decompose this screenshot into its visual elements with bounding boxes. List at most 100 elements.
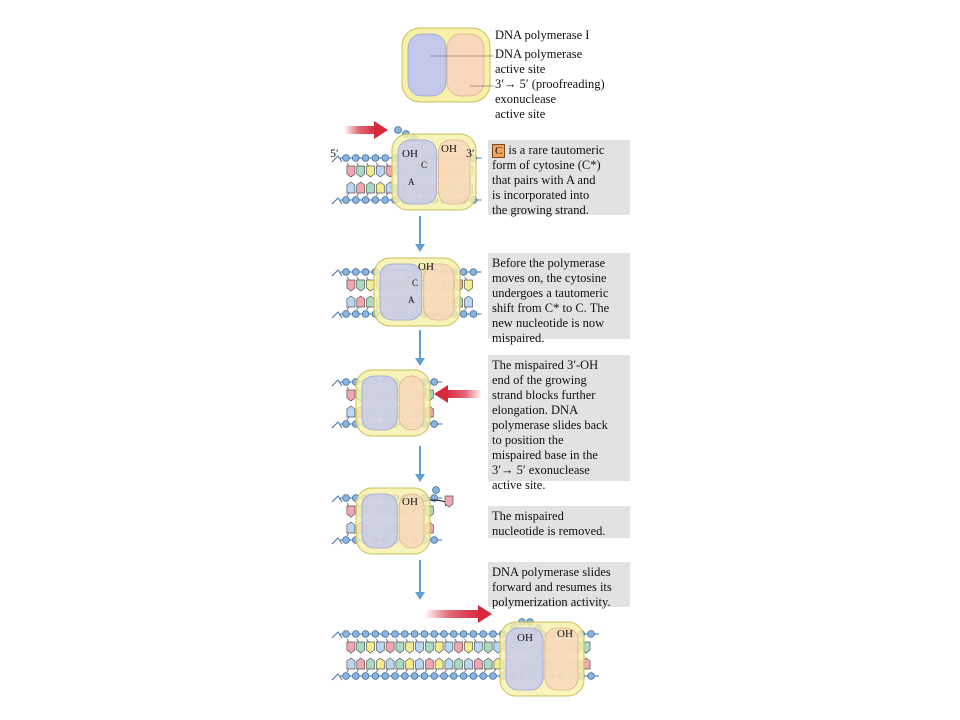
step-5-dna-top-base: [434, 641, 444, 654]
step-1-dna-end-left: [331, 155, 343, 163]
step-4-dna-bottom-base: [346, 521, 356, 534]
step-5-dna-bottom-link: [346, 668, 350, 673]
step-5-dna-bottom-link: [385, 668, 389, 673]
step-5-dna-bottom-strand-bead: [371, 672, 380, 680]
step-1-dna-bottom-strand-bead: [342, 196, 350, 204]
step-1-dna-end-left-bottom: [331, 197, 343, 205]
step-3-note: The mispaired 3′-OH end of the growing s…: [488, 355, 630, 492]
step-5-dna-top-link: [385, 638, 389, 643]
step-1-dna-bottom-link: [376, 192, 379, 197]
step-1-dna-bottom-strand-bead: [361, 196, 370, 204]
step-5-dna-bottom-strand-bead: [391, 672, 399, 680]
step-5-dna-top-strand-bead: [440, 630, 448, 638]
step-4-dna-end-left-bottom: [331, 537, 343, 545]
step-5-dna-bottom-strand-bead: [449, 672, 458, 680]
step-3-dna-top-strand-bead: [430, 378, 439, 386]
step-5-dna-top-strand-bead: [391, 630, 399, 638]
step-4-dna-bottom-strand-bead: [342, 536, 350, 544]
step-5-dna-end-left-bottom: [331, 673, 343, 681]
step-1-five-prime-label: 5′: [330, 146, 339, 160]
step-5-dna-top-base: [395, 641, 405, 654]
step-1-incoming-bead: [394, 126, 402, 134]
legend-exonuclease-site-shape: [446, 33, 485, 97]
step-1-dna-top-link: [346, 162, 350, 167]
step-5-dna-bottom-base: [366, 657, 375, 670]
rare-cytosine-marker: C: [492, 144, 506, 158]
step-5-dna-bottom-link: [395, 668, 399, 673]
step-1-dna-bottom-strand-bead: [351, 196, 360, 204]
flow-arrow-2-head: [415, 358, 425, 366]
step-3-dna-bottom-link: [346, 416, 350, 421]
step-4-dna-bottom-link: [346, 532, 350, 537]
step-5-dna-top-strand-bead: [430, 630, 439, 638]
step-2-dna-bottom-strand-bead: [342, 310, 350, 318]
step-1-dna-bottom-link: [356, 192, 360, 197]
step-2-base-c-label: C: [412, 278, 419, 288]
step-2-dna-top-link: [366, 276, 369, 281]
legend-exonuclease-site: 3′→ 5′ (proofreading) exonuclease active…: [495, 77, 605, 121]
step-5-motion-arrow-head: [478, 605, 492, 623]
step-5-dna-bottom-link: [444, 668, 448, 673]
step-4-polymerase-site: [361, 493, 398, 549]
step-5-dna-bottom-strand-bead: [351, 672, 360, 680]
legend-title: DNA polymerase I: [495, 28, 590, 42]
step-5-dna-bottom-base: [375, 657, 385, 670]
step-5-dna-bottom-base: [434, 657, 444, 670]
step-5-dna-bottom-link: [405, 668, 409, 673]
step-2-dna-bottom-link: [366, 306, 369, 311]
step-5-dna-top-link: [356, 638, 360, 643]
step-4-dna-bottom-strand-bead: [430, 536, 439, 544]
step-4-note: The mispaired nucleotide is removed.: [488, 506, 630, 538]
step-5-polymerase-site: [505, 627, 544, 691]
step-2-dna-top-strand-bead: [351, 268, 360, 276]
step-2-dna-bottom-base: [464, 295, 473, 308]
step-5-dna-top-base: [444, 641, 454, 654]
step-5-dna-bottom-base: [356, 657, 366, 670]
step-5-oh-left-label: OH: [517, 632, 533, 644]
step-2-dna-bottom-strand-bead: [351, 310, 360, 318]
step-1-exonuclease-site: [438, 139, 471, 205]
step-5-dna-top-link: [366, 638, 369, 643]
step-5-dna-bottom-strand-bead: [489, 672, 497, 680]
step-1-dna-top-strand-bead: [381, 154, 390, 162]
step-5-dna-bottom-strand-bead: [420, 672, 429, 680]
step-2-dna-top-base: [464, 279, 473, 292]
step-2-dna-top-link: [464, 276, 467, 281]
step-1-base-a-label: A: [408, 177, 415, 187]
step-3-dna-top-strand-bead: [342, 378, 350, 386]
step-2-dna-top-link: [346, 276, 350, 281]
step-5-dna-top-base: [366, 641, 375, 654]
step-4-oh-label: OH: [402, 496, 418, 508]
step-3-dna-bottom-strand-bead: [430, 420, 439, 428]
step-1-dna-top-link: [385, 162, 389, 167]
step-2-exonuclease-site: [423, 263, 455, 321]
step-5-dna-top-base: [483, 641, 493, 654]
step-5-dna-top-link: [464, 638, 467, 643]
step-1-dna-bottom-strand-bead: [381, 196, 390, 204]
step-2-dna-bottom-strand-bead: [459, 310, 468, 318]
step-5-dna-bottom-base: [405, 657, 415, 670]
step-1-oh-left-label: OH: [402, 148, 418, 160]
step-5-exonuclease-site: [544, 627, 579, 691]
step-5-dna-bottom-strand-bead: [381, 672, 390, 680]
step-5-dna-bottom-link: [454, 668, 458, 673]
flow-arrow-3-head: [415, 474, 425, 482]
step-5-dna-top-link: [395, 638, 399, 643]
step-5-dna-top-strand-bead: [587, 630, 595, 638]
step-2-dna-end-left-bottom: [331, 311, 343, 319]
step-3-dna-end-left-bottom: [331, 421, 343, 429]
step-5-dna-top-link: [444, 638, 448, 643]
step-2-dna-bottom-link: [356, 306, 360, 311]
step-1-dna-top-base: [366, 165, 375, 178]
step-3-motion-arrow-shaft: [446, 390, 482, 398]
step-2-dna-bottom-link: [464, 306, 467, 311]
step-5-dna-top-strand-bead: [410, 630, 419, 638]
step-1-dna-bottom-link: [366, 192, 369, 197]
step-2-dna-top-strand-bead: [459, 268, 468, 276]
step-1-motion-arrow-head: [374, 121, 388, 139]
step-5-dna-bottom-link: [474, 668, 477, 673]
step-4-dna-end-left: [331, 495, 343, 503]
step-3-dna-bottom-strand-bead: [342, 420, 350, 428]
step-5-dna-top-link: [474, 638, 477, 643]
